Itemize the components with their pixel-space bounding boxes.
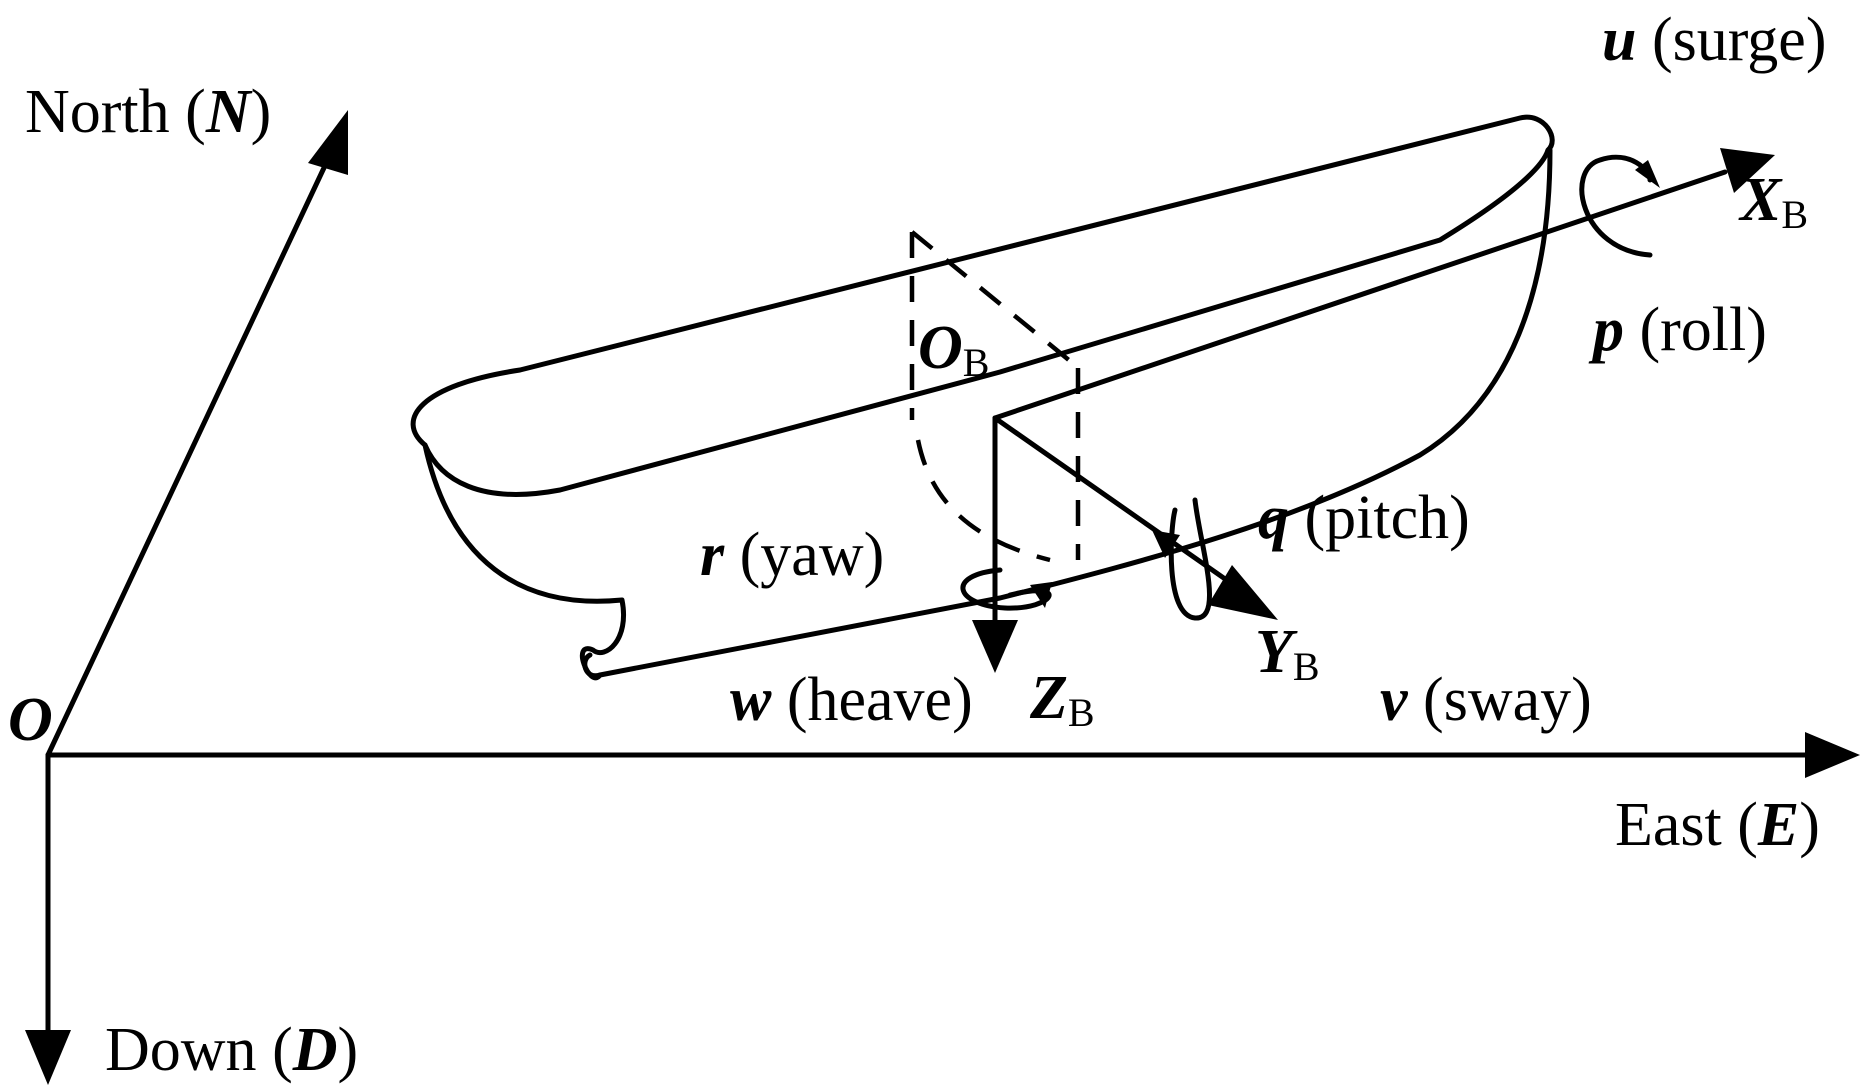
pitch-rotation-arrowhead	[1152, 530, 1180, 558]
north-arrowhead	[308, 110, 348, 175]
zb-arrowhead	[972, 620, 1018, 673]
heave-label: w (heave)	[730, 666, 973, 734]
xb-axis	[992, 169, 1728, 421]
yaw-label: r (yaw)	[700, 521, 884, 589]
inertial-frame	[25, 110, 1860, 1085]
surge-label: u (surge)	[1602, 6, 1826, 74]
labels: North (N) East (E) Down (D) O OB XB YB Z…	[8, 6, 1826, 1084]
body-origin-label: OB	[918, 314, 989, 385]
roll-label: p (roll)	[1588, 296, 1767, 364]
rotation-indicators	[960, 154, 1660, 621]
yb-arrowhead	[1208, 565, 1278, 620]
pitch-rotation-arrow	[1168, 497, 1212, 621]
down-arrowhead	[25, 1030, 71, 1085]
cross-section-slant	[910, 230, 1077, 367]
sway-label: v (sway)	[1380, 666, 1592, 734]
east-label: East (E)	[1615, 791, 1820, 859]
pitch-label: q (pitch)	[1258, 484, 1470, 552]
xb-label: XB	[1738, 166, 1808, 237]
zb-label: ZB	[1029, 664, 1095, 735]
yb-axis	[992, 415, 1241, 591]
hull-deck-outline	[410, 114, 1555, 497]
cross-section-arc	[915, 439, 1051, 563]
hull-keel-line	[582, 652, 603, 679]
down-label: Down (D)	[105, 1016, 358, 1084]
roll-rotation-arrowhead	[1635, 160, 1660, 188]
hull-cross-section	[909, 230, 1081, 563]
north-axis	[45, 152, 333, 758]
yb-label: YB	[1255, 618, 1320, 689]
xb-arrowhead	[1720, 148, 1775, 193]
inertial-origin-label: O	[8, 686, 53, 754]
hull-side-outline	[422, 147, 1553, 681]
body-frame	[972, 148, 1775, 673]
yaw-rotation-arrowhead	[1030, 582, 1052, 608]
vessel-hull	[410, 114, 1555, 681]
east-arrowhead	[1805, 732, 1860, 778]
north-label: North (N)	[25, 78, 271, 146]
